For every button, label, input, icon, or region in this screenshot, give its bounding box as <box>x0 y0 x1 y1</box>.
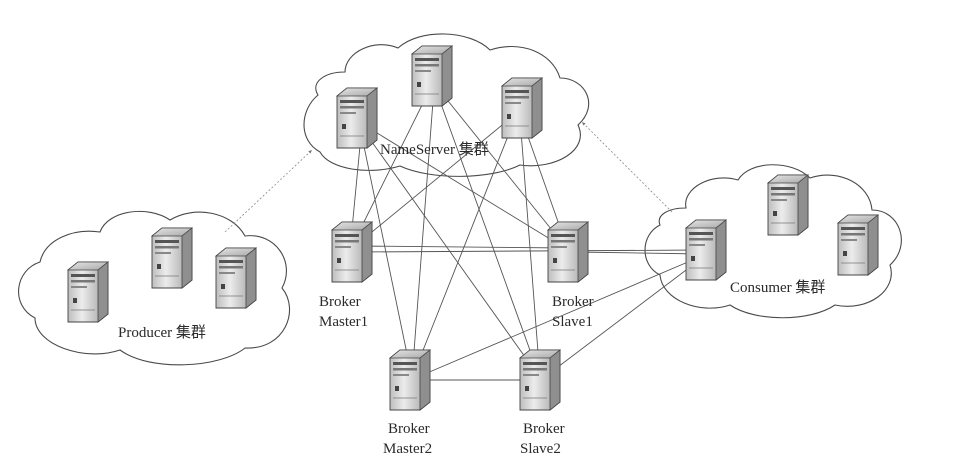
consumer-cluster-label: Consumer 集群 <box>730 279 825 296</box>
broker-master1-label-line1: Broker <box>319 294 361 310</box>
broker-slave1-server-icon <box>547 221 589 283</box>
consumer-to-nameserver-link <box>581 121 673 213</box>
broker-slave1-label-line2: Slave1 <box>552 314 593 330</box>
broker-master2-server-icon <box>389 349 431 411</box>
broker-master1-label-line2: Master1 <box>319 314 368 330</box>
consumer-2-server-icon <box>767 174 809 236</box>
broker-slave2-server-icon <box>519 349 561 411</box>
broker-master1-server-icon <box>331 221 373 283</box>
broker-master2-label-line1: Broker <box>388 421 430 437</box>
broker-slave2-label-line1: Broker <box>523 421 565 437</box>
producer-cluster-label: Producer 集群 <box>118 324 206 341</box>
nameserver-3-server-icon <box>501 77 543 139</box>
producer-1-server-icon <box>67 261 109 323</box>
broker-slave1-label-line1: Broker <box>552 294 594 310</box>
nameserver-2-server-icon <box>411 45 453 107</box>
producer-3-server-icon <box>215 247 257 309</box>
consumer-1-server-icon <box>685 219 727 281</box>
broker-master2-label-line2: Master2 <box>383 441 432 457</box>
producer-to-nameserver-link <box>224 149 313 233</box>
nameserver-1-server-icon <box>336 87 378 149</box>
nameserver-cluster-label: NameServer 集群 <box>380 141 489 158</box>
broker-slave2-label-line2: Slave2 <box>520 441 561 457</box>
producer-2-server-icon <box>151 227 193 289</box>
consumer-3-server-icon <box>837 214 879 276</box>
